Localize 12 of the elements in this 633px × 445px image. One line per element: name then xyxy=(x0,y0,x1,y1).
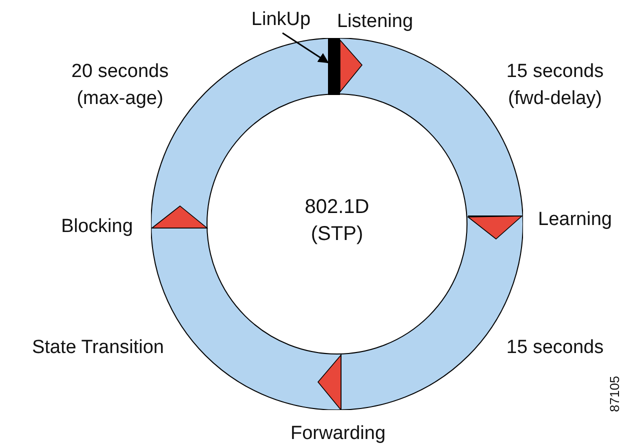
state-label: Learning xyxy=(537,208,613,232)
figure-number: 87105 xyxy=(608,376,622,412)
state-label: Blocking xyxy=(60,215,134,239)
timer-label: 15 seconds xyxy=(505,336,605,360)
protocol-label: 802.1D (STP) xyxy=(304,195,370,247)
state-label: Forwarding xyxy=(289,422,387,445)
caption-label: State Transition xyxy=(30,336,166,360)
port-event-label: LinkUp xyxy=(243,8,319,32)
leader-arrow xyxy=(282,32,329,64)
timer-label: 20 seconds (max-age) xyxy=(70,60,170,111)
timer-label: 15 seconds (fwd-delay) xyxy=(505,60,605,111)
port-bar xyxy=(328,38,340,95)
